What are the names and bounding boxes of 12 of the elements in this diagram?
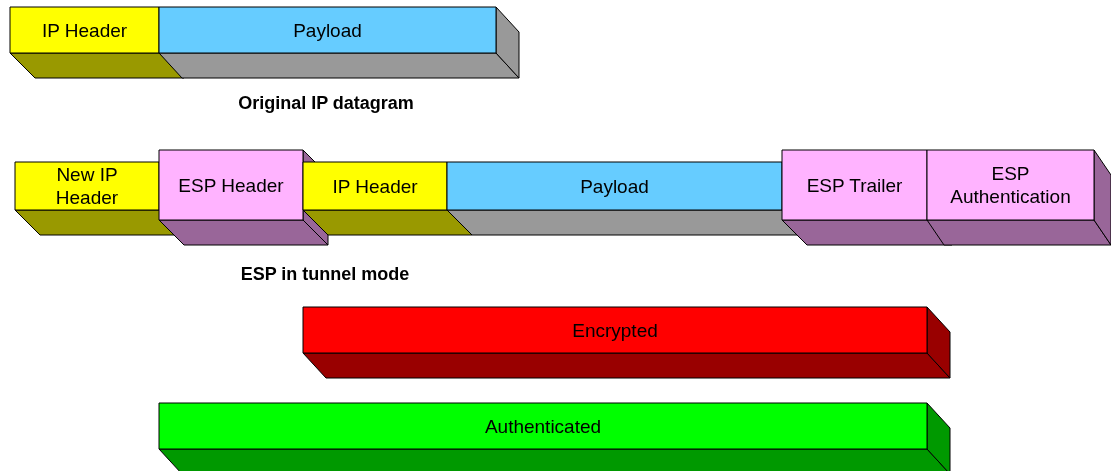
caption-text: ESP in tunnel mode	[240, 264, 410, 285]
field-label: IP Header	[332, 174, 418, 198]
field-label: Encrypted	[572, 318, 658, 342]
caption-text: Original IP datagram	[238, 93, 414, 114]
field-label: Payload	[293, 18, 362, 42]
field-label: Payload	[580, 174, 649, 198]
field-label: ESP Trailer	[806, 173, 903, 197]
field-label: IP Header	[41, 18, 128, 42]
field-label: New IP Header	[54, 163, 120, 209]
field-label: ESP Authentication	[949, 162, 1072, 208]
field-label: Authenticated	[484, 414, 602, 438]
field-label: ESP Header	[178, 173, 284, 197]
